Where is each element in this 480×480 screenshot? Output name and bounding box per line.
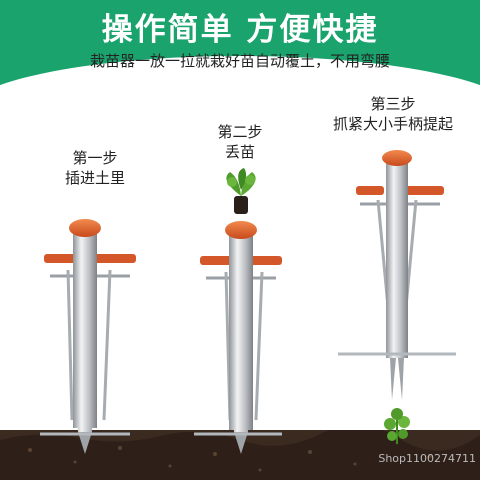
planter-tool-1 <box>40 219 136 454</box>
open-jaw-icon <box>390 358 396 400</box>
seedling-icon <box>226 168 256 214</box>
planter-tool-2 <box>194 168 282 454</box>
step-3-desc: 抓紧大小手柄提起 <box>332 115 453 133</box>
header-banner <box>0 0 480 116</box>
orange-cap-icon <box>69 219 101 237</box>
step-1-title: 第一步 <box>72 149 118 167</box>
orange-cap-icon <box>225 221 257 239</box>
step-2-title: 第二步 <box>217 123 263 141</box>
planted-seedling-icon <box>384 408 410 444</box>
spike-tip-icon <box>78 432 92 454</box>
spike-tip-icon <box>234 432 248 454</box>
right-handle-icon <box>92 254 136 263</box>
step-2-label: 第二步 丢苗 <box>190 122 290 162</box>
headline: 操作简单 方便快捷 <box>101 12 379 48</box>
left-handle-icon <box>356 186 384 195</box>
watermark: Shop1100274711 <box>378 452 476 465</box>
step-1-label: 第一步 插进土里 <box>40 148 150 188</box>
step-1-desc: 插进土里 <box>64 169 125 187</box>
step-2-desc: 丢苗 <box>224 143 255 161</box>
right-handle-icon <box>248 256 282 265</box>
planter-tool-3 <box>338 150 456 444</box>
banner-curve <box>0 56 480 116</box>
steel-tube-icon <box>386 158 408 358</box>
subheadline: 栽苗器一放一拉就栽好苗自动覆土，不用弯腰 <box>89 52 390 70</box>
right-handle-icon <box>404 186 444 195</box>
orange-cap-icon <box>382 150 412 166</box>
step-3-label: 第三步 抓紧大小手柄提起 <box>318 94 468 134</box>
step-3-title: 第三步 <box>370 95 416 113</box>
